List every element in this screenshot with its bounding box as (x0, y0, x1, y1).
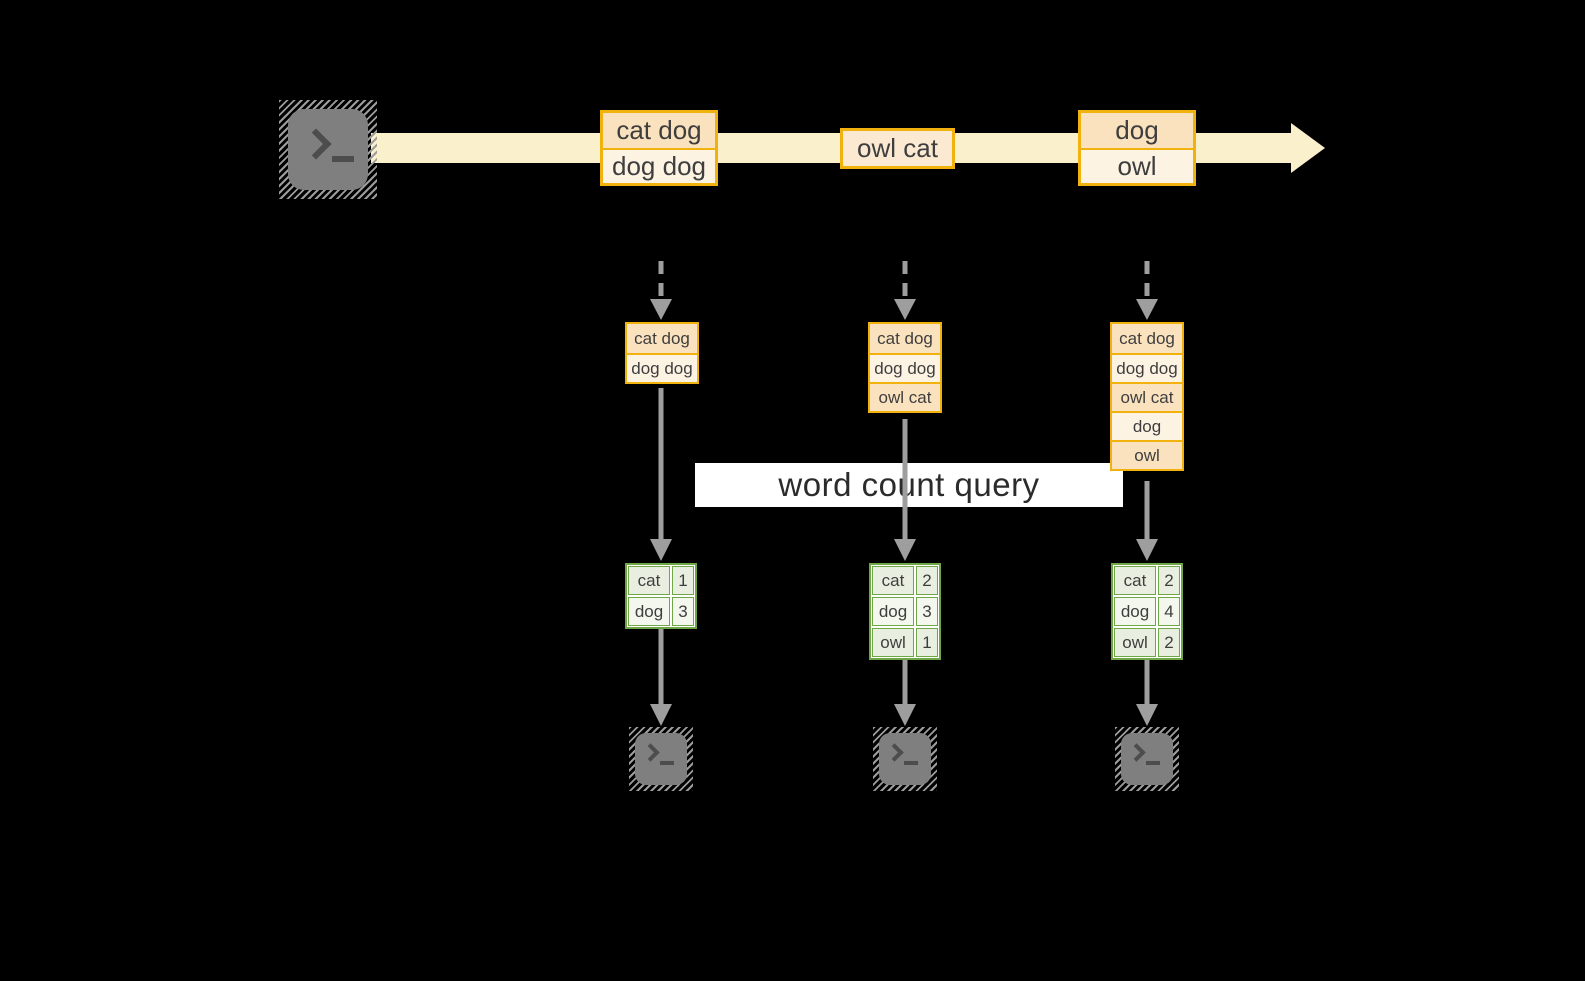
dashed-arrowhead-2 (894, 299, 916, 320)
result-table-2: cat 2 dog 3 owl 1 (869, 563, 941, 660)
prompt-underscore-icon (1146, 761, 1160, 765)
dashed-arrowhead-3 (1136, 299, 1158, 320)
word-cell: cat (872, 566, 914, 595)
terminal-source-icon (279, 100, 377, 199)
word-cell: dog (1114, 597, 1156, 626)
flow-arrowhead-batch1 (650, 539, 672, 561)
word-cell: owl (1114, 628, 1156, 657)
count-cell: 2 (1158, 566, 1180, 595)
input-row: dog (1112, 411, 1182, 440)
word-cell: dog (872, 597, 914, 626)
result-table-3: cat 2 dog 4 owl 2 (1111, 563, 1183, 660)
word-cell: dog (628, 597, 670, 626)
record: owl (1081, 148, 1193, 183)
flow-arrowhead-sink2 (894, 704, 916, 726)
input-table-1: cat dog dog dog (625, 322, 699, 384)
stream-batch-box-2: owl cat (840, 128, 955, 169)
input-row: owl (1112, 440, 1182, 469)
count-cell: 3 (672, 597, 694, 626)
terminal-sink-icon-2 (873, 727, 937, 791)
result-table-1: cat 1 dog 3 (625, 563, 697, 629)
prompt-chevron-icon (300, 128, 332, 160)
prompt-underscore-icon (904, 761, 918, 765)
count-cell: 3 (916, 597, 938, 626)
input-row: owl cat (870, 382, 940, 411)
input-row: cat dog (627, 324, 697, 353)
record: dog dog (603, 148, 715, 183)
input-row: dog dog (1112, 353, 1182, 382)
terminal-screen (1121, 733, 1173, 785)
query-banner: word count query (695, 463, 1123, 507)
input-row: owl cat (1112, 382, 1182, 411)
word-cell: owl (872, 628, 914, 657)
flow-arrowhead-batch2 (894, 539, 916, 561)
stream-batch-box-3: dog owl (1078, 110, 1196, 186)
input-table-3: cat dog dog dog owl cat dog owl (1110, 322, 1184, 471)
flow-arrowhead-batch3 (1136, 539, 1158, 561)
count-cell: 4 (1158, 597, 1180, 626)
prompt-underscore-icon (332, 156, 354, 162)
count-cell: 1 (672, 566, 694, 595)
input-row: cat dog (1112, 324, 1182, 353)
input-table-2: cat dog dog dog owl cat (868, 322, 942, 413)
input-row: cat dog (870, 324, 940, 353)
prompt-underscore-icon (660, 761, 674, 765)
record: cat dog (603, 113, 715, 148)
stream-batch-box-1: cat dog dog dog (600, 110, 718, 186)
input-row: dog dog (627, 353, 697, 382)
stream-arrowhead (1291, 123, 1325, 173)
prompt-chevron-icon (641, 743, 660, 762)
count-cell: 1 (916, 628, 938, 657)
word-cell: cat (628, 566, 670, 595)
word-cell: cat (1114, 566, 1156, 595)
flow-arrowhead-sink1 (650, 704, 672, 726)
record: owl cat (843, 131, 952, 166)
count-cell: 2 (1158, 628, 1180, 657)
input-row: dog dog (870, 353, 940, 382)
terminal-sink-icon-3 (1115, 727, 1179, 791)
terminal-screen (879, 733, 931, 785)
count-cell: 2 (916, 566, 938, 595)
flow-arrowhead-sink3 (1136, 704, 1158, 726)
record: dog (1081, 113, 1193, 148)
prompt-chevron-icon (885, 743, 904, 762)
prompt-chevron-icon (1127, 743, 1146, 762)
dashed-arrowhead-1 (650, 299, 672, 320)
terminal-screen (288, 109, 368, 190)
terminal-screen (635, 733, 687, 785)
terminal-sink-icon-1 (629, 727, 693, 791)
